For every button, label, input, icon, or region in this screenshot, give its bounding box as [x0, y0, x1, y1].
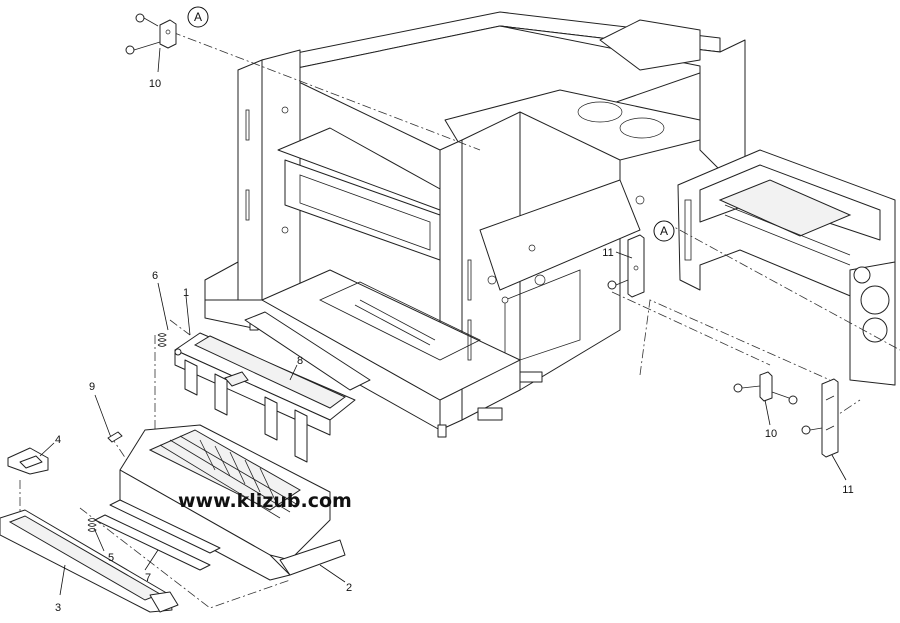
- callout-6: 6: [152, 270, 158, 282]
- part-6-spring: [157, 333, 167, 347]
- callout-5: 5: [108, 552, 114, 564]
- svg-text:A: A: [660, 224, 668, 238]
- part-7-sheet: [94, 499, 221, 571]
- part-4-bracket: [7, 447, 49, 475]
- callout-10-right: 10: [765, 428, 777, 440]
- callout-10-top: 10: [149, 78, 161, 90]
- watermark-text: www.klizub.com: [178, 490, 352, 512]
- part-1-upper-guide: [174, 311, 371, 463]
- part-11-post-top: [607, 234, 645, 298]
- part-10-bracket-right: [733, 371, 798, 405]
- callout-9: 9: [89, 381, 95, 393]
- detail-marker-top: A: [187, 6, 209, 28]
- leader-lines: [39, 47, 847, 596]
- callout-8: 8: [297, 355, 303, 367]
- callout-3: 3: [55, 602, 61, 614]
- main-frame: [204, 11, 746, 438]
- part-9-label: [107, 431, 123, 443]
- callout-11-right: 11: [842, 484, 853, 496]
- part-3-cover: [0, 509, 179, 613]
- assembly-lines: [19, 31, 900, 609]
- guide-ribs: [159, 435, 299, 519]
- fixing-unit: [677, 149, 896, 386]
- callout-11-top: 11: [602, 247, 613, 259]
- callout-1: 1: [183, 287, 189, 299]
- part-2-lower-guide: [119, 424, 346, 581]
- callout-4: 4: [55, 434, 61, 446]
- svg-text:A: A: [194, 10, 202, 24]
- part-10-bracket-top: [125, 13, 177, 55]
- callout-7: 7: [145, 572, 151, 584]
- callout-labels: 10 1 6 8 9 4 5 7 3 2 11 10 11: [55, 78, 854, 614]
- callout-2: 2: [346, 582, 352, 594]
- detail-marker-right: A: [653, 220, 675, 242]
- part-11-post-right: [801, 378, 839, 458]
- part-5-spring: [87, 518, 97, 532]
